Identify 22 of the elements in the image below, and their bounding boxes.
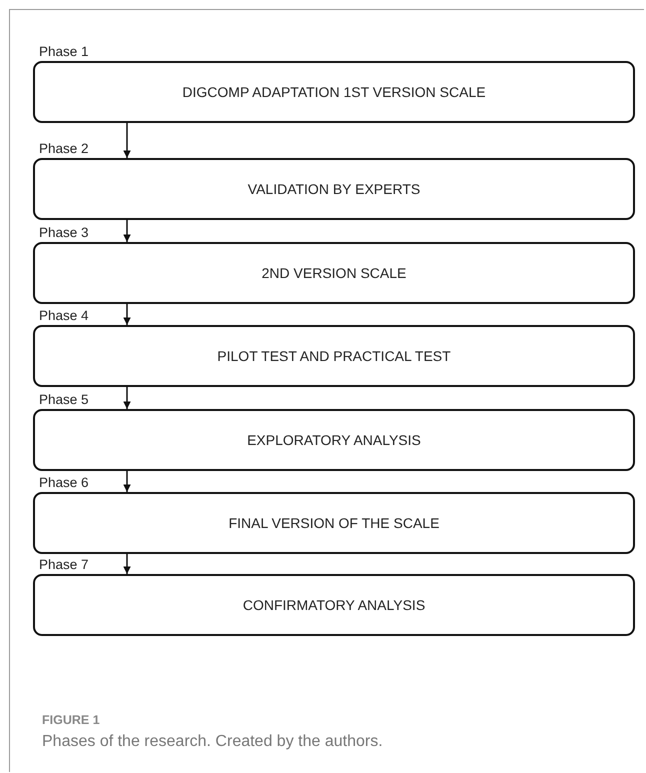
- process-box: DIGCOMP ADAPTATION 1ST VERSION SCALE: [33, 61, 635, 123]
- phase-label: Phase 2: [39, 141, 89, 157]
- process-box: 2ND VERSION SCALE: [33, 242, 635, 304]
- phase-label: Phase 5: [39, 392, 89, 408]
- phase-label: Phase 1: [39, 44, 89, 60]
- arrow: [123, 123, 131, 158]
- figure-label: FIGURE 1: [42, 713, 100, 727]
- process-box: PILOT TEST AND PRACTICAL TEST: [33, 325, 635, 387]
- arrow: [123, 220, 131, 242]
- phase-label: Phase 7: [39, 557, 89, 573]
- phase-label: Phase 3: [39, 225, 89, 241]
- arrow: [123, 387, 131, 409]
- arrow: [123, 554, 131, 574]
- process-box: VALIDATION BY EXPERTS: [33, 158, 635, 220]
- process-box: EXPLORATORY ANALYSIS: [33, 409, 635, 471]
- arrow: [123, 304, 131, 325]
- phase-label: Phase 6: [39, 475, 89, 491]
- caption: Phases of the research. Created by the authors.: [42, 733, 383, 751]
- process-box: FINAL VERSION OF THE SCALE: [33, 492, 635, 554]
- arrow: [123, 471, 131, 492]
- phase-label: Phase 4: [39, 308, 89, 324]
- process-box: CONFIRMATORY ANALYSIS: [33, 574, 635, 636]
